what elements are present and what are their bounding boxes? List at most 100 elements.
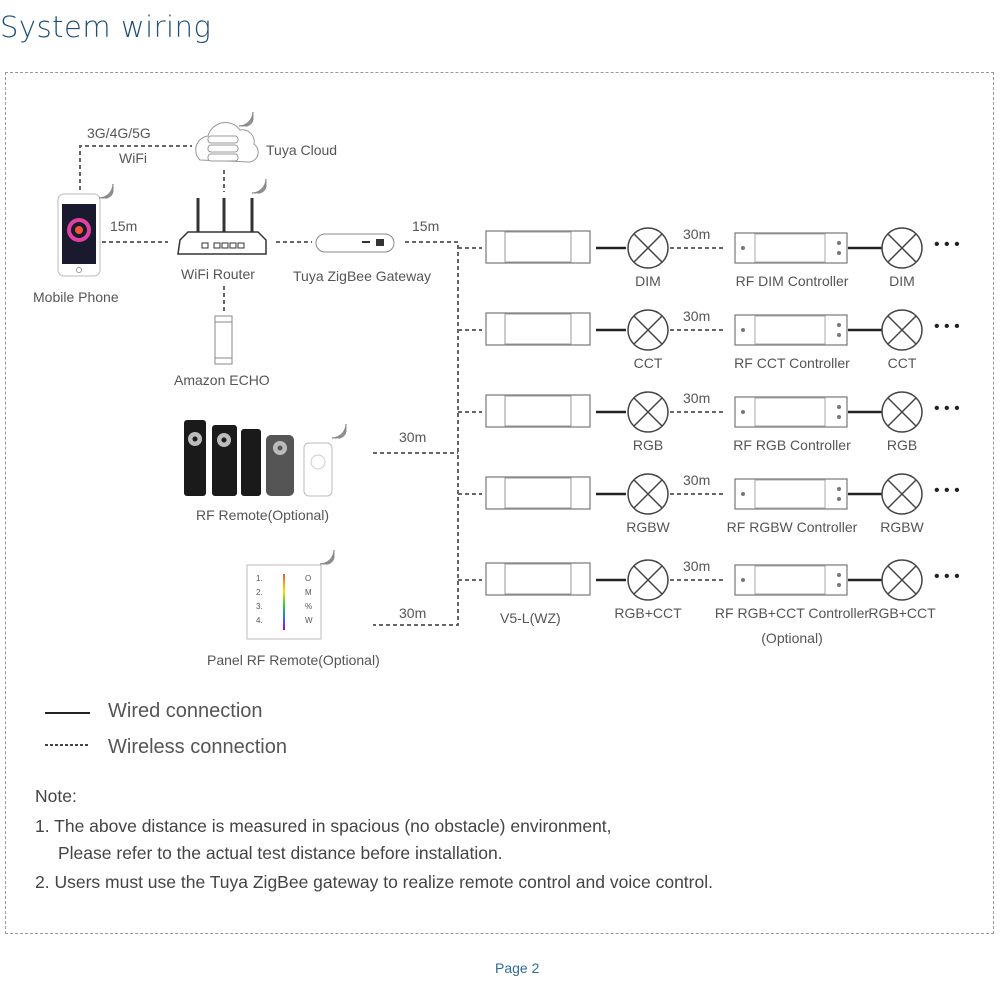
receiver-inner	[504, 477, 572, 509]
lamp-cross	[887, 315, 917, 345]
panel-key: 3.	[256, 602, 263, 611]
lamp-cross	[887, 565, 917, 595]
lamp-label: RGBW	[880, 519, 924, 535]
note-item: 1. The above distance is measured in spa…	[35, 816, 612, 836]
gateway-distance: 15m	[412, 218, 440, 234]
page-title: System wiring	[0, 10, 212, 44]
phone-router-distance: 15m	[110, 218, 138, 234]
lamp-cross	[887, 233, 917, 263]
controller-terminal	[741, 246, 745, 250]
row-distance: 30m	[683, 308, 711, 324]
bus-branches	[458, 247, 482, 581]
tuya-cloud-label: Tuya Cloud	[266, 142, 338, 158]
note-item: 2. Users must use the Tuya ZigBee gatewa…	[35, 872, 713, 892]
controller-terminal	[837, 583, 841, 587]
receiver-row	[485, 309, 923, 351]
lamp-cross	[633, 315, 663, 345]
controller-terminal	[741, 492, 745, 496]
lamp-label: RGB	[632, 437, 664, 453]
receiver-box	[485, 476, 591, 510]
receiver-inner	[504, 313, 572, 345]
lamp-cross	[887, 397, 917, 427]
continuation-dots: • • •	[934, 400, 960, 417]
receiver-model-label: V5-L(WZ)	[500, 610, 561, 626]
controller-inner	[754, 397, 826, 427]
gateway-bus	[373, 241, 459, 626]
receiver-row	[485, 559, 923, 601]
controller-terminal	[837, 573, 841, 577]
receiver-rows	[485, 227, 923, 601]
wireless-legend-label: Wireless connection	[108, 736, 287, 758]
row-distance: 30m	[683, 226, 711, 242]
receiver-row	[485, 473, 923, 515]
rf-remote-distance: 30m	[399, 429, 427, 445]
controller-inner	[754, 233, 826, 263]
controller-terminal	[837, 333, 841, 337]
tuya-cloud-icon	[195, 122, 259, 163]
controller-terminal	[837, 405, 841, 409]
receiver-row	[485, 227, 923, 269]
receiver-box	[485, 230, 591, 264]
zigbee-gateway-icon	[315, 233, 395, 253]
row-distance: 30m	[683, 558, 711, 574]
lamp-label: CCT	[887, 355, 917, 371]
zigbee-gateway-label: Tuya ZigBee Gateway	[293, 268, 431, 284]
continuation-dots: • • •	[934, 236, 960, 253]
lamp-label: RGB+CCT	[868, 605, 936, 621]
controller-box	[734, 232, 848, 264]
note-item: Please refer to the actual test distance…	[58, 843, 503, 863]
continuation-dots: • • •	[934, 568, 960, 585]
controller-terminal	[837, 241, 841, 245]
lamp-label: RGB	[886, 437, 918, 453]
controller-inner	[754, 315, 826, 345]
lamp-cross	[633, 479, 663, 509]
lamp-cross	[887, 479, 917, 509]
controller-box	[734, 314, 848, 346]
controller-label: RF CCT Controller	[734, 355, 850, 371]
note-heading: Note:	[35, 786, 77, 806]
receiver-row	[485, 391, 923, 433]
panel-key: M	[305, 588, 312, 597]
controller-terminal	[837, 415, 841, 419]
wireless-links	[79, 145, 482, 626]
controller-box	[734, 564, 848, 596]
panel-rf-remote-icon	[246, 564, 322, 640]
lamp-cross	[633, 397, 663, 427]
panel-key: 2.	[256, 588, 263, 597]
controller-terminal	[837, 487, 841, 491]
controller-label: RF DIM Controller	[735, 273, 849, 289]
continuation-dots: • • •	[934, 318, 960, 335]
controller-terminal	[837, 323, 841, 327]
panel-key: O	[305, 574, 312, 583]
receiver-inner	[504, 395, 572, 427]
receiver-inner	[504, 563, 572, 595]
controller-terminal	[837, 251, 841, 255]
mobile-phone-icon	[57, 193, 101, 277]
network-label-1: 3G/4G/5G	[87, 125, 151, 141]
lamp-label: DIM	[635, 273, 661, 289]
continuation-dots: • • •	[934, 482, 960, 499]
amazon-echo-icon	[214, 315, 233, 365]
amazon-echo-label: Amazon ECHO	[174, 372, 270, 388]
panel-key: 1.	[256, 574, 263, 583]
page-number: Page 2	[495, 960, 540, 976]
panel-key: %	[305, 602, 313, 611]
controller-label: RF RGBW Controller	[726, 519, 858, 535]
lamp-label: RGBW	[626, 519, 670, 535]
panel-keys-right: O M % W	[305, 572, 313, 628]
panel-remote-distance: 30m	[399, 605, 427, 621]
controller-terminal	[741, 578, 745, 582]
network-label-2: WiFi	[119, 150, 147, 166]
row-distance: 30m	[683, 390, 711, 406]
panel-keys-left: 1. 2. 3. 4.	[256, 572, 263, 628]
row-distance: 30m	[683, 472, 711, 488]
panel-remote-label: Panel RF Remote(Optional)	[207, 652, 380, 668]
controller-terminal	[741, 410, 745, 414]
controller-sublabel: (Optional)	[761, 630, 823, 646]
rf-remote-label: RF Remote(Optional)	[196, 507, 330, 523]
lamp-label: DIM	[889, 273, 915, 289]
controller-inner	[754, 565, 826, 595]
lamp-cross	[633, 565, 663, 595]
controller-terminal	[741, 328, 745, 332]
